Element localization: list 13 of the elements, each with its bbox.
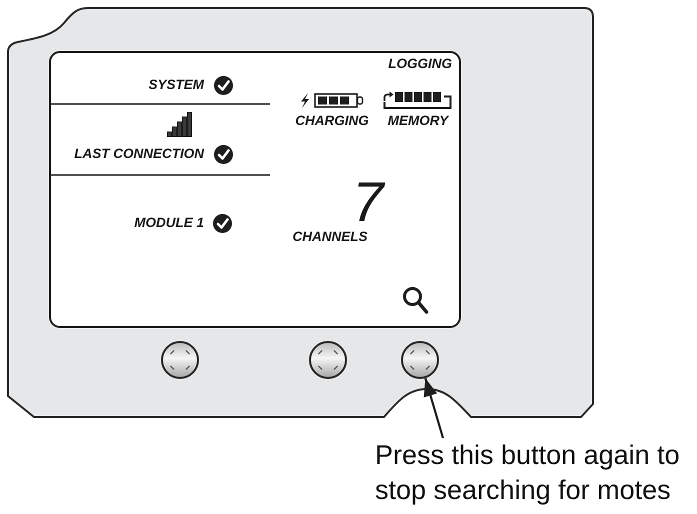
- lcd-label: CHARGING: [295, 113, 369, 129]
- lcd-label: LOGGING: [388, 56, 452, 72]
- round-button: [309, 341, 347, 379]
- callout-text: Press this button again to stop searching for motes: [375, 438, 685, 508]
- leader-arrow: [424, 378, 444, 438]
- lcd-label: MODULE 1: [134, 215, 204, 231]
- lcd-label: CHANNELS: [292, 229, 368, 245]
- round-button: [401, 341, 439, 379]
- lcd-label: LAST CONNECTION: [74, 146, 204, 162]
- lcd-label: MEMORY: [388, 113, 448, 129]
- round-button: [161, 341, 199, 379]
- lcd-label: SYSTEM: [148, 77, 204, 93]
- digit-readout: 7: [352, 179, 384, 225]
